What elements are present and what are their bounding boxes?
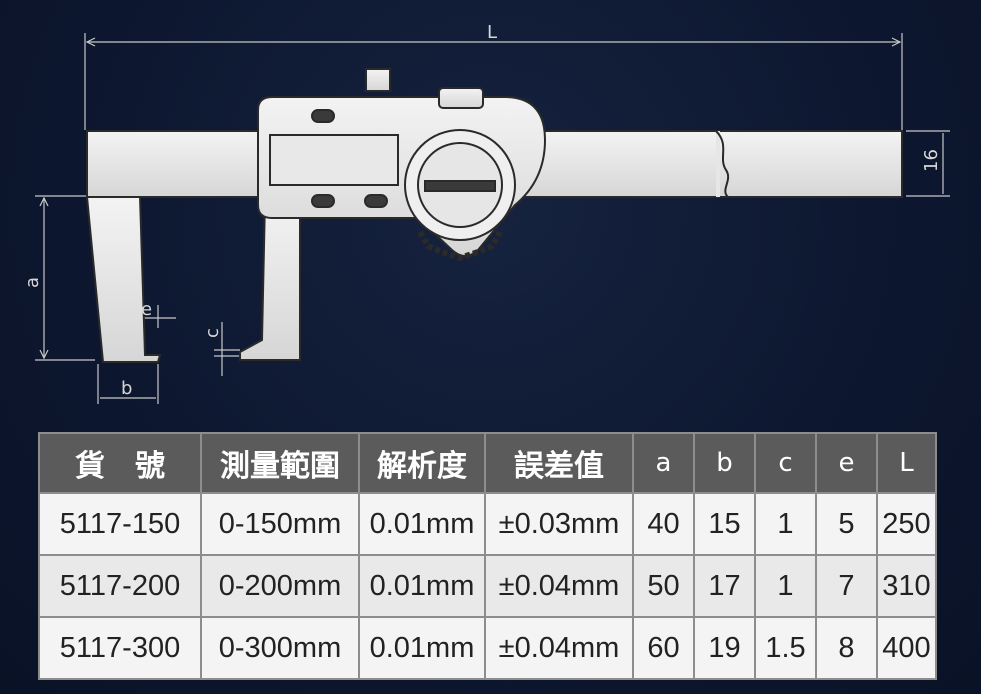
cell-resolution: 0.01mm bbox=[358, 554, 486, 618]
cell-L: 310 bbox=[876, 554, 937, 618]
table-row: 5117-200 0-200mm 0.01mm ±0.04mm 50 17 1 … bbox=[38, 554, 937, 618]
cell-a: 60 bbox=[632, 616, 695, 680]
label-b: b bbox=[121, 378, 132, 399]
cell-range: 0-150mm bbox=[200, 492, 360, 556]
header-e: e bbox=[815, 432, 878, 494]
label-a: a bbox=[22, 277, 43, 288]
cell-resolution: 0.01mm bbox=[358, 616, 486, 680]
cell-c: 1 bbox=[754, 554, 817, 618]
header-range: 測量範圍 bbox=[200, 432, 360, 494]
header-L: L bbox=[876, 432, 937, 494]
header-accuracy: 誤差值 bbox=[484, 432, 634, 494]
cell-range: 0-200mm bbox=[200, 554, 360, 618]
header-c: c bbox=[754, 432, 817, 494]
caliper-diagram: L 16 a b e c bbox=[22, 22, 950, 404]
cell-a: 40 bbox=[632, 492, 695, 556]
header-a: a bbox=[632, 432, 695, 494]
label-e: e bbox=[141, 299, 152, 320]
cell-e: 8 bbox=[815, 616, 878, 680]
header-resolution: 解析度 bbox=[358, 432, 486, 494]
cell-range: 0-300mm bbox=[200, 616, 360, 680]
header-model-no: 貨 號 bbox=[38, 432, 202, 494]
cell-model: 5117-150 bbox=[38, 492, 202, 556]
cell-e: 5 bbox=[815, 492, 878, 556]
caliper-body bbox=[85, 68, 903, 363]
cell-e: 7 bbox=[815, 554, 878, 618]
label-L: L bbox=[487, 22, 497, 43]
table-row: 5117-300 0-300mm 0.01mm ±0.04mm 60 19 1.… bbox=[38, 616, 937, 680]
header-b: b bbox=[693, 432, 756, 494]
cell-a: 50 bbox=[632, 554, 695, 618]
cell-accuracy: ±0.03mm bbox=[484, 492, 634, 556]
cell-model: 5117-300 bbox=[38, 616, 202, 680]
cell-model: 5117-200 bbox=[38, 554, 202, 618]
cell-L: 250 bbox=[876, 492, 937, 556]
table-header-row: 貨 號 測量範圍 解析度 誤差值 a b c e L bbox=[38, 432, 937, 494]
label-c: c bbox=[202, 328, 223, 338]
cell-b: 19 bbox=[693, 616, 756, 680]
cell-b: 15 bbox=[693, 492, 756, 556]
cell-c: 1 bbox=[754, 492, 817, 556]
cell-accuracy: ±0.04mm bbox=[484, 616, 634, 680]
spec-table: 貨 號 測量範圍 解析度 誤差值 a b c e L 5117-150 0-15… bbox=[38, 432, 937, 680]
cell-b: 17 bbox=[693, 554, 756, 618]
dimension-lines bbox=[35, 33, 950, 404]
cell-resolution: 0.01mm bbox=[358, 492, 486, 556]
cell-accuracy: ±0.04mm bbox=[484, 554, 634, 618]
cell-L: 400 bbox=[876, 616, 937, 680]
table-row: 5117-150 0-150mm 0.01mm ±0.03mm 40 15 1 … bbox=[38, 492, 937, 556]
label-16: 16 bbox=[921, 149, 942, 172]
cell-c: 1.5 bbox=[754, 616, 817, 680]
